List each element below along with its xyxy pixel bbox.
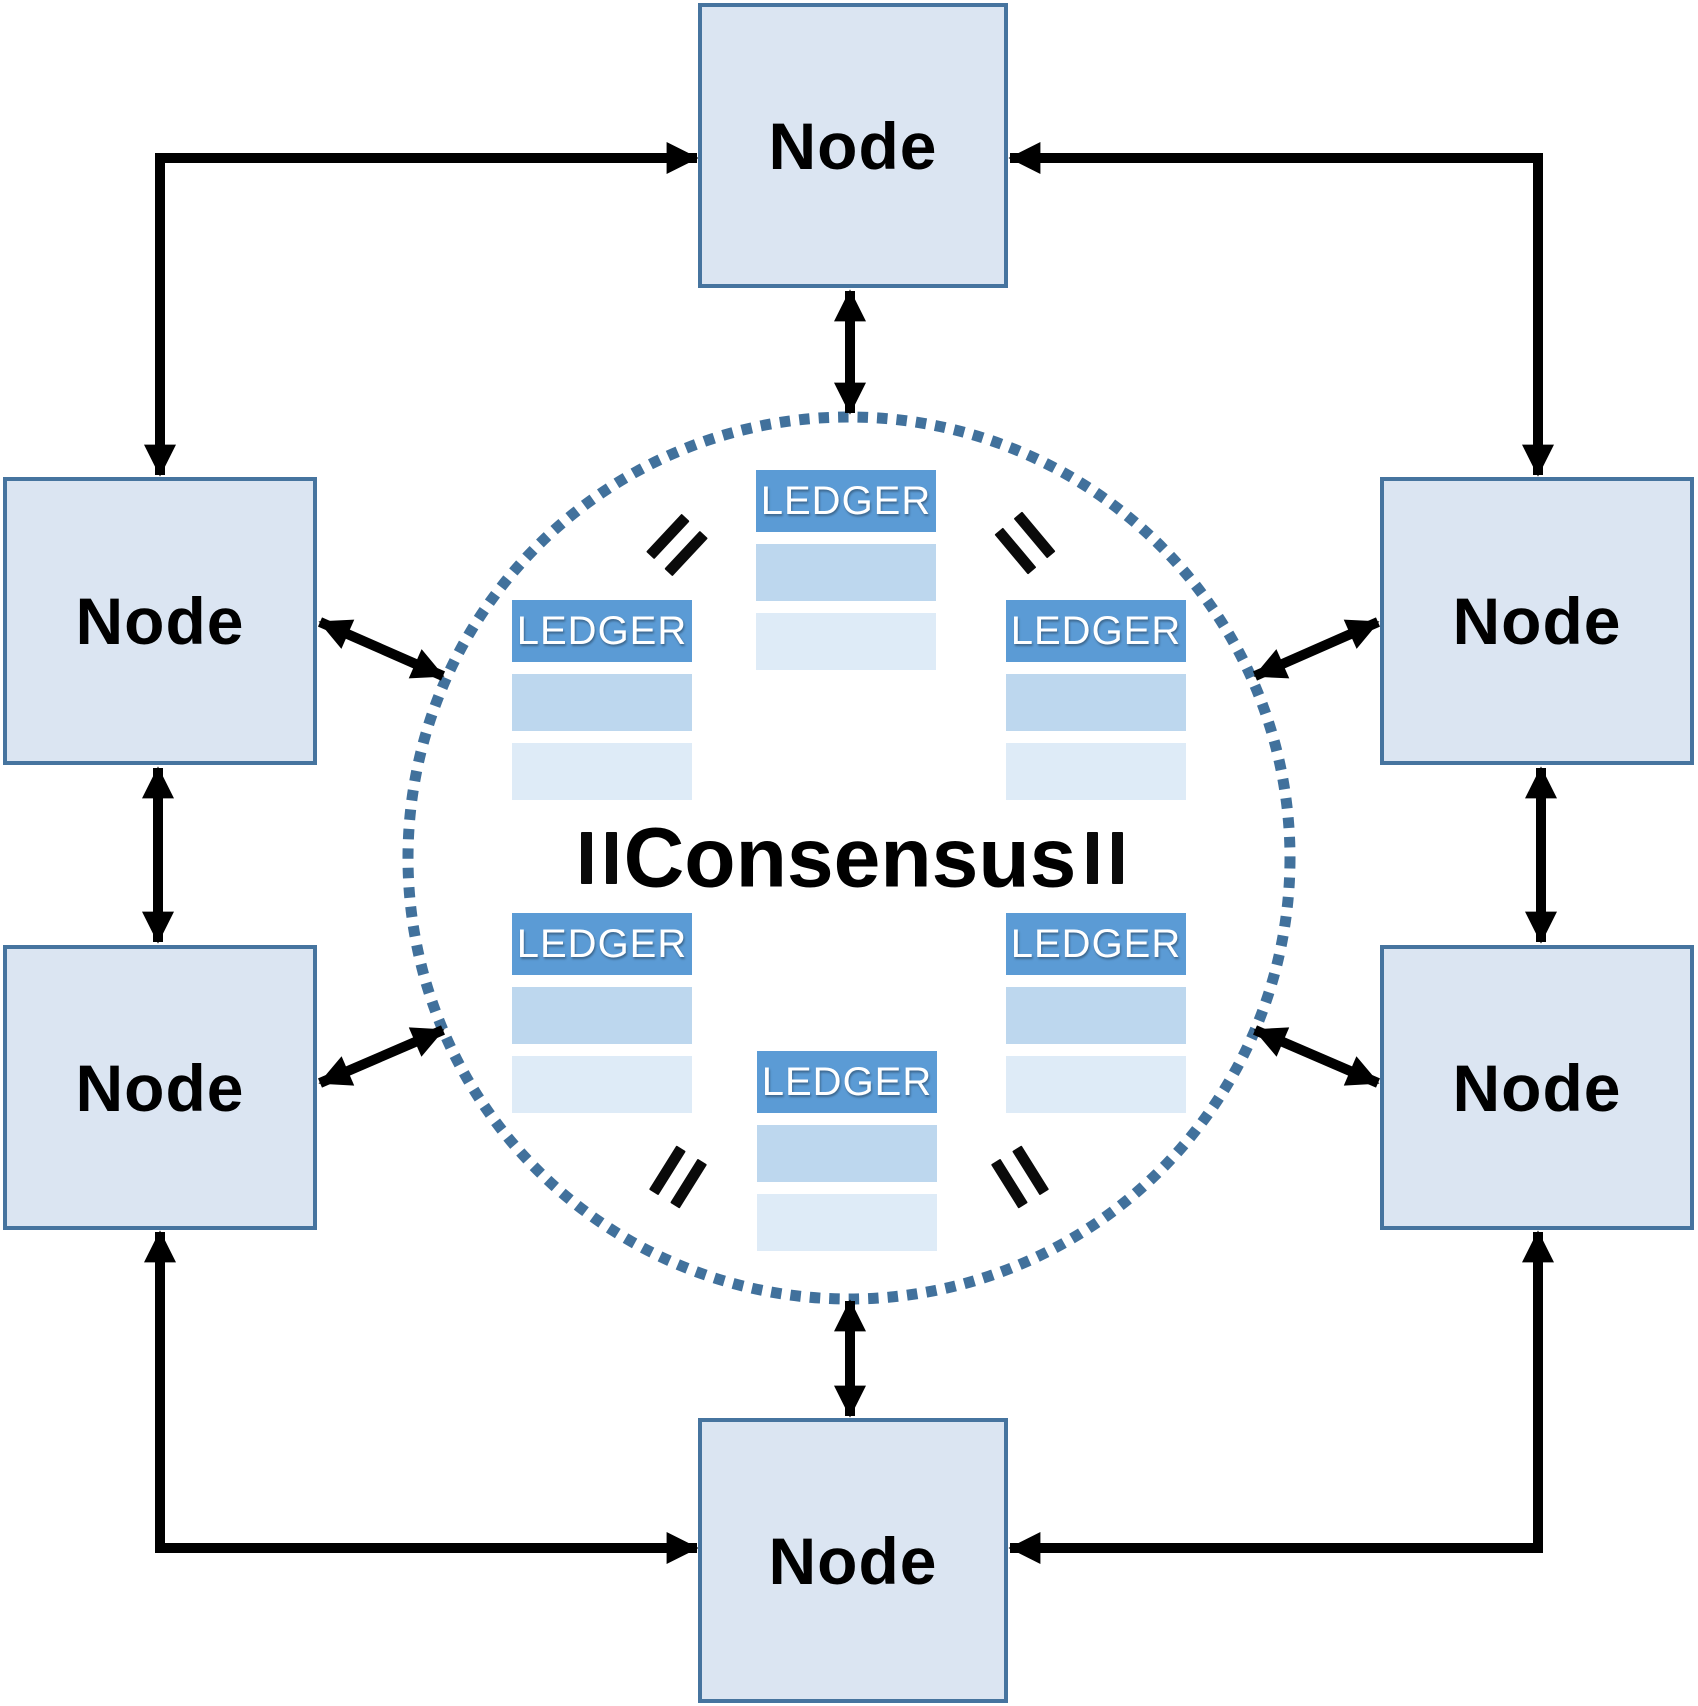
node-label: Node xyxy=(768,1523,938,1598)
ledger-row xyxy=(512,674,692,731)
node-left-upper: Node xyxy=(3,477,317,765)
node-label: Node xyxy=(1452,1050,1622,1125)
node-label: Node xyxy=(75,1050,245,1125)
equals-icon xyxy=(581,832,617,884)
arrow-topleft-corner xyxy=(143,141,699,477)
ledger-header: LEDGER xyxy=(756,470,936,532)
arrow-bottomleft-corner xyxy=(143,1230,699,1565)
arrow-leftupper-node-circle xyxy=(317,617,446,681)
ledger-header: LEDGER xyxy=(757,1051,937,1113)
arrow-rightlower-node-circle xyxy=(1253,1025,1380,1088)
ledger-row xyxy=(1006,674,1186,731)
node-label: Node xyxy=(75,584,245,658)
node-label: Node xyxy=(1452,584,1622,658)
ledger-upper-left: LEDGER xyxy=(512,600,692,800)
ledger-row xyxy=(757,1125,937,1182)
ledger-lower-left: LEDGER xyxy=(512,913,692,1113)
ledger-row xyxy=(1006,1056,1186,1113)
arrow-rightupper-node-circle xyxy=(1252,617,1381,681)
arrow-leftlower-node-circle xyxy=(318,1025,445,1088)
ledger-row xyxy=(512,987,692,1044)
node-right-lower: Node xyxy=(1380,945,1694,1230)
ledger-lower-right: LEDGER xyxy=(1006,913,1186,1113)
ledger-row xyxy=(512,1056,692,1113)
ledger-header: LEDGER xyxy=(1006,600,1186,662)
ledger-header: LEDGER xyxy=(512,600,692,662)
node-bottom: Node xyxy=(698,1418,1008,1703)
node-top: Node xyxy=(698,3,1008,288)
ledger-header: LEDGER xyxy=(1006,913,1186,975)
ledger-row xyxy=(757,1194,937,1251)
equals-icon xyxy=(1087,832,1123,884)
ledger-top-center: LEDGER xyxy=(756,470,936,670)
node-left-lower: Node xyxy=(3,945,317,1230)
arrow-bottomright-corner xyxy=(1008,1230,1555,1565)
ledger-header: LEDGER xyxy=(512,913,692,975)
ledger-bottom-center: LEDGER xyxy=(757,1051,937,1251)
ledger-row xyxy=(756,544,936,601)
ledger-row xyxy=(1006,987,1186,1044)
ledger-row xyxy=(512,743,692,800)
node-label: Node xyxy=(768,108,938,183)
consensus-title: Consensus xyxy=(623,810,1077,905)
consensus-circle xyxy=(402,411,1296,1305)
node-right-upper: Node xyxy=(1380,477,1694,765)
ledger-row xyxy=(1006,743,1186,800)
ledger-upper-right: LEDGER xyxy=(1006,600,1186,800)
ledger-row xyxy=(756,613,936,670)
arrow-topright-corner xyxy=(1008,141,1555,477)
